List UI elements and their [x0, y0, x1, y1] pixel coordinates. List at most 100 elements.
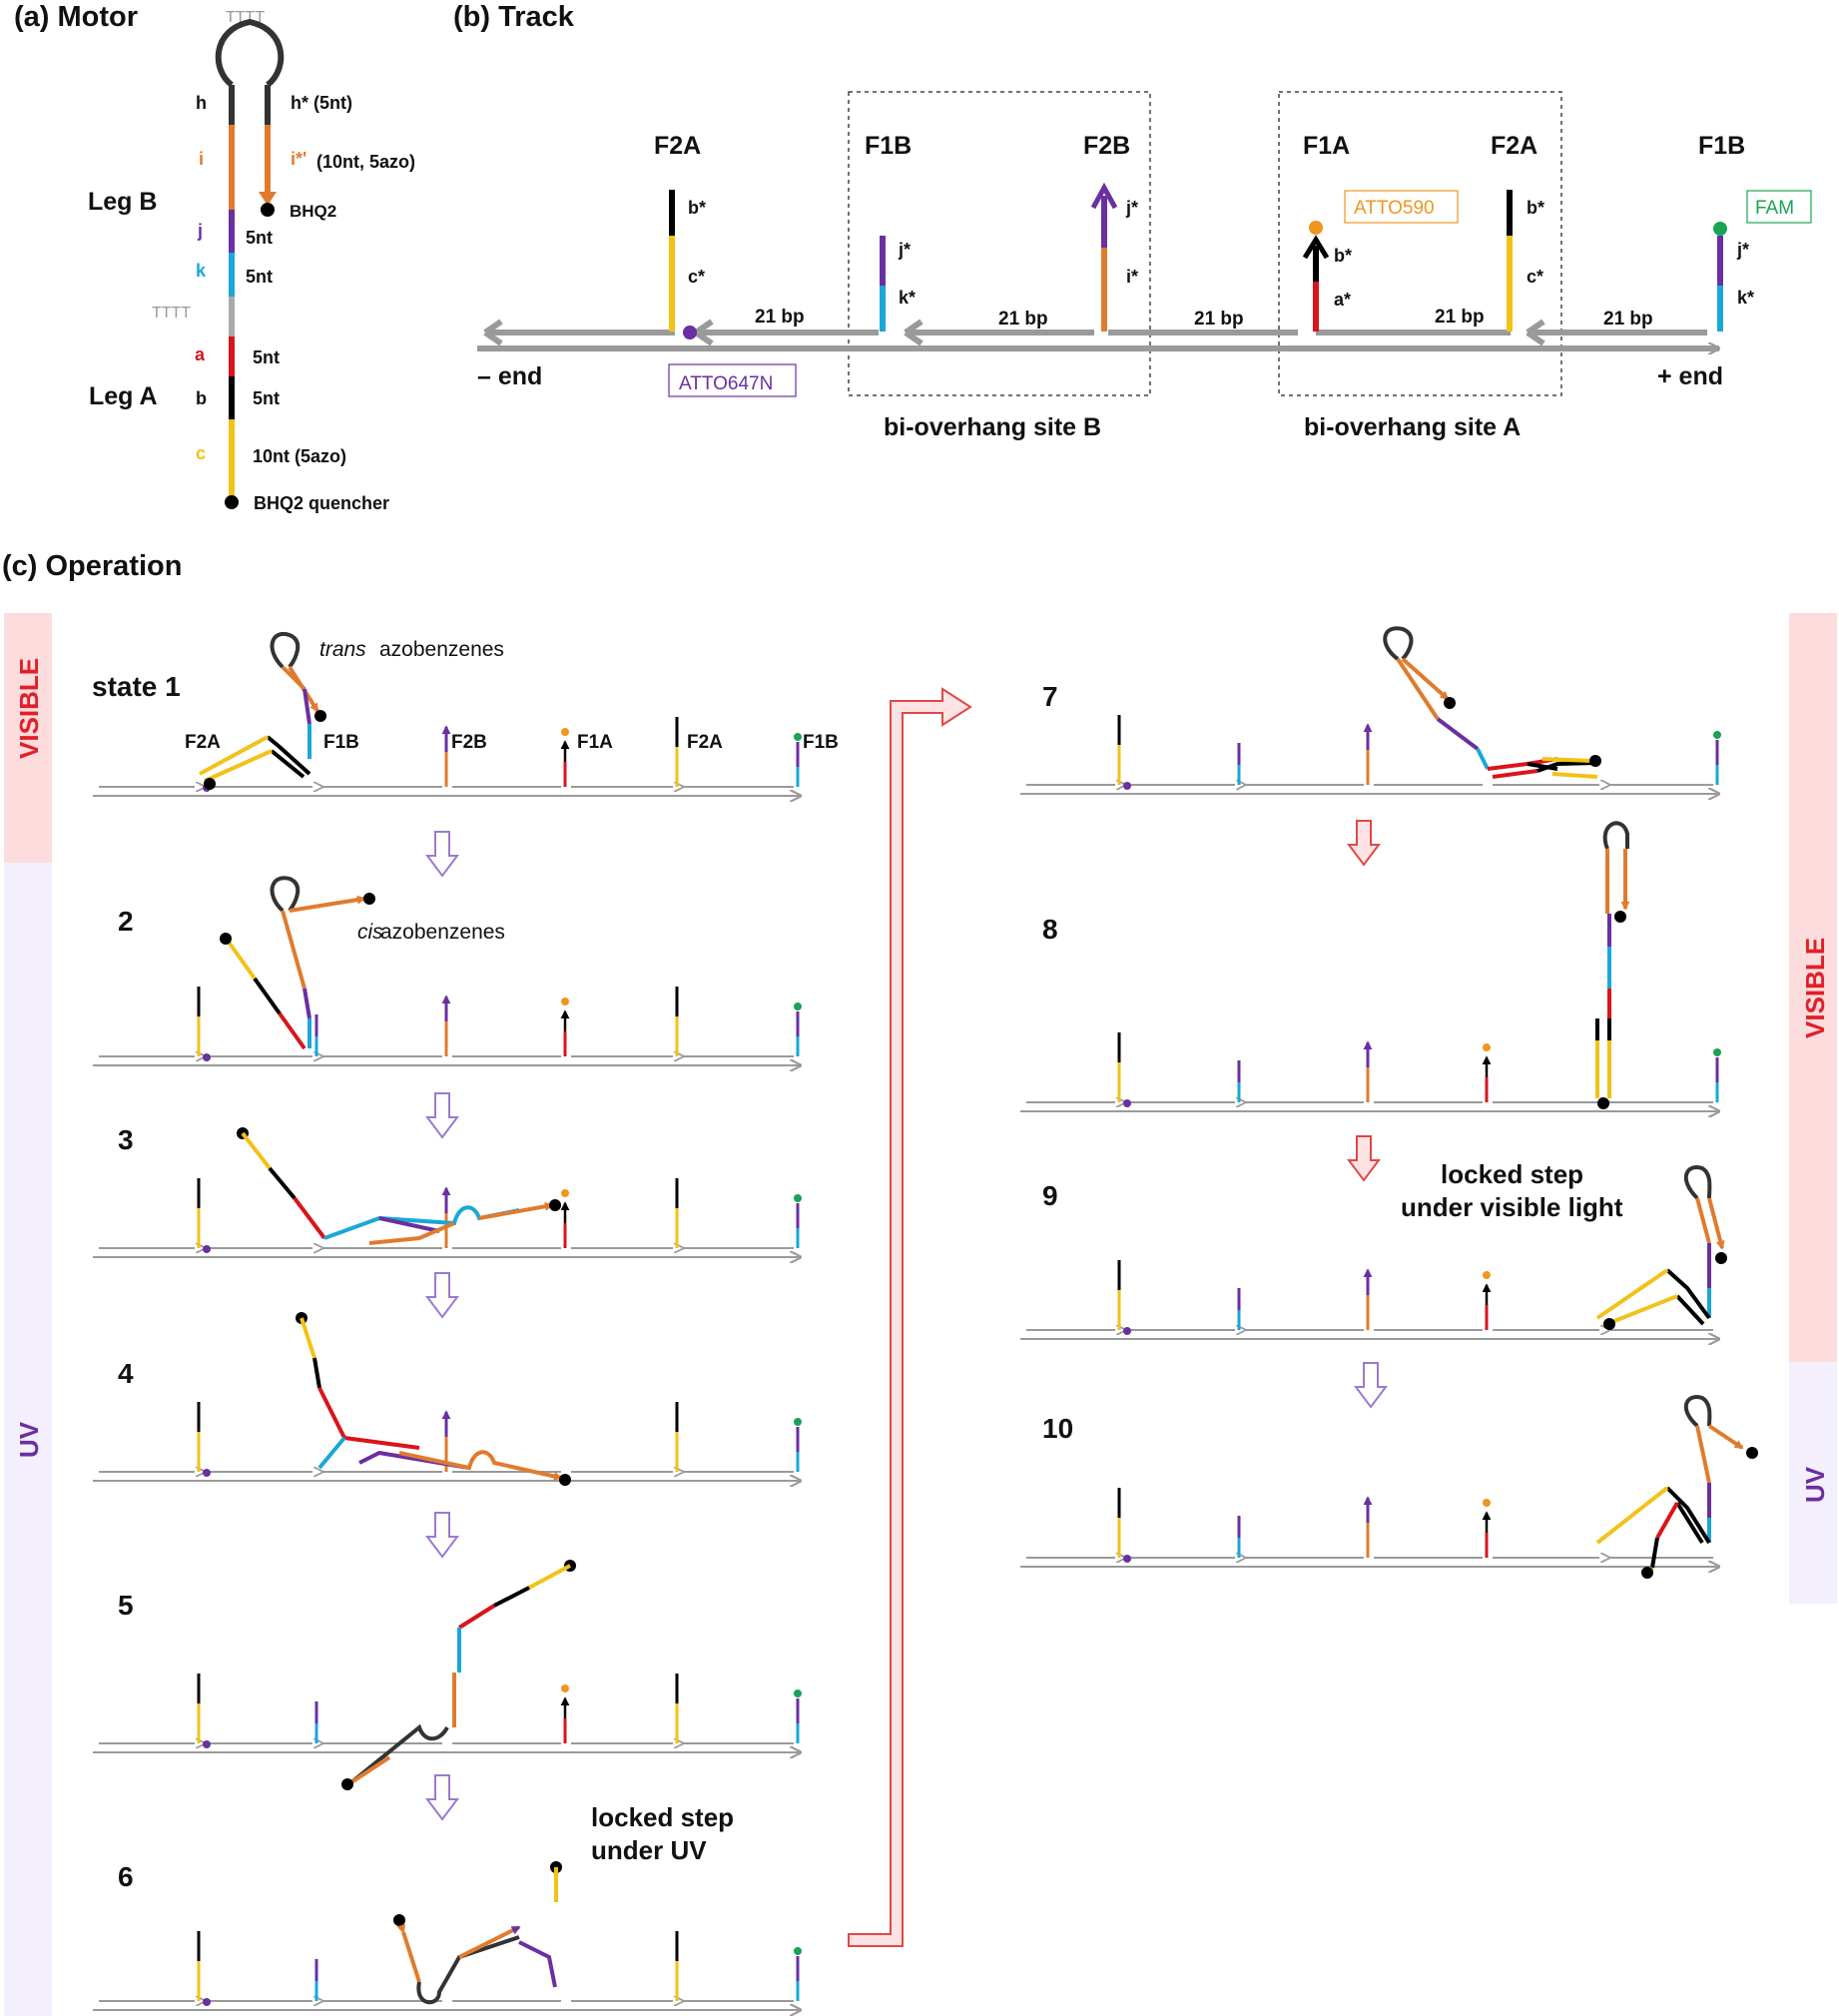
track-site-3: F1A [1303, 132, 1350, 160]
label-k-star-2: k* [1737, 288, 1754, 308]
motor-i-star-label: i*' [291, 149, 306, 169]
row-atto590-dot [1483, 1499, 1491, 1507]
track-row-1 [93, 717, 802, 796]
label-b-star-3: b* [1527, 198, 1544, 218]
label-b-star-2: b* [1334, 246, 1352, 266]
motor-bhq2-label: BHQ2 [290, 202, 336, 221]
motor-leg-a-label: Leg A [89, 382, 158, 410]
state-label-2: 2 [118, 906, 134, 937]
motor-a-label: a [195, 344, 206, 364]
trans-label: trans [319, 638, 366, 661]
step-arrows [425, 820, 1388, 1821]
spacer-label-4: 21 bp [1603, 309, 1653, 330]
row-atto647n-dot [1123, 1555, 1131, 1563]
atto590-dot [1309, 221, 1323, 235]
state-label-5: 5 [118, 1590, 134, 1621]
motor-i-star-arrowhead [259, 192, 277, 206]
motor-h-label: h [196, 93, 207, 113]
motor-h-star-label: h* (5nt) [291, 93, 352, 113]
motor-hairpin-loop [215, 18, 285, 88]
track-segment-strands [483, 319, 1707, 346]
motor-bhq2-dot [261, 203, 275, 217]
label-a-star: a* [1334, 290, 1351, 310]
atto647n-dot [683, 326, 697, 339]
motor-i-star-info: (10nt, 5azo) [316, 152, 415, 172]
row-atto647n-dot [203, 1245, 211, 1253]
visible-label-right: VISIBLE [1800, 938, 1830, 1038]
state1-site-0: F2A [185, 732, 221, 753]
uv-label-right: UV [1800, 1466, 1830, 1503]
row-atto647n-dot [203, 1998, 211, 2006]
site-a-caption: bi-overhang site A [1304, 413, 1521, 441]
row-fam-dot [1713, 1048, 1721, 1056]
step-arrow-4 [425, 1512, 459, 1559]
motor-state-2 [220, 876, 375, 1050]
track-row-4 [93, 1402, 802, 1481]
motor-b-label: b [196, 388, 207, 408]
spacer-label-0: 21 bp [755, 307, 805, 328]
label-j-star-3: j* [1736, 240, 1749, 260]
row-fam-dot [794, 733, 802, 741]
minus-end-label: – end [477, 362, 542, 390]
label-i-star: i* [1126, 267, 1138, 287]
row-atto590-dot [561, 728, 569, 736]
motor-spacer-label: TTTT [152, 305, 191, 322]
motor-poses [199, 626, 1758, 2005]
motor-state-4 [296, 1312, 571, 1486]
motor-state-6 [393, 1861, 562, 2005]
atto647n-label: ATTO647N [679, 373, 773, 394]
track-row-5 [93, 1674, 802, 1752]
motor-state-8 [1595, 821, 1630, 1109]
locked-uv-line1: locked step [591, 1802, 734, 1832]
motor-leg-b-label: Leg B [88, 188, 157, 216]
state1-site-3: F1A [577, 732, 613, 753]
panel-c-title: (c) Operation [2, 550, 182, 582]
fam-dot [1713, 222, 1727, 236]
step-arrow-3 [425, 1272, 459, 1319]
state1-site-2: F2B [451, 732, 487, 753]
label-k-star-1: k* [899, 288, 916, 308]
spacer-label-2: 21 bp [1194, 309, 1244, 330]
label-j-star-2: j* [1125, 198, 1138, 218]
track-row-9 [1020, 1260, 1719, 1339]
fam-box [1746, 190, 1812, 224]
row-atto647n-dot [203, 1740, 211, 1748]
label-b-star-1: b* [688, 198, 706, 218]
step-arrow-6 [1347, 820, 1381, 867]
row-atto647n-dot [1123, 1099, 1131, 1107]
panel-a-motor: (a) Motor TTTT h h* (5nt) i i*' (10nt, 5… [14, 1, 415, 513]
step-arrow-7 [1347, 1135, 1381, 1182]
state-label-3: 3 [118, 1124, 134, 1155]
state-label-7: 7 [1042, 681, 1058, 712]
row-fam-dot [794, 1947, 802, 1955]
state1-site-4: F2A [687, 732, 723, 753]
step-arrow-1 [425, 831, 459, 878]
row-fam-dot [794, 1689, 802, 1697]
track-row-6 [93, 1931, 802, 2010]
row-atto647n-dot [203, 1053, 211, 1061]
step-arrow-2 [425, 1092, 459, 1139]
visible-band-left [4, 613, 52, 863]
state-label-9: 9 [1042, 1180, 1058, 1211]
motor-i-label: i [199, 149, 204, 169]
row-atto647n-dot [203, 1469, 211, 1477]
row-atto647n-dot [1123, 1327, 1131, 1335]
uv-band-left [4, 863, 52, 2016]
cis-azobenzenes-label: azobenzenes [380, 921, 505, 944]
track-row-8 [1020, 1032, 1721, 1111]
motor-state-5 [341, 1560, 576, 1790]
track-f2b-arrowhead [1090, 182, 1118, 210]
column-transition-arrow [848, 687, 972, 1947]
spacer-label-1: 21 bp [998, 309, 1048, 330]
locked-vis-line1: locked step [1441, 1159, 1583, 1189]
track-site-2: F2B [1083, 132, 1130, 160]
track-row-2 [93, 987, 802, 1065]
track-site-5: F1B [1698, 132, 1745, 160]
motor-k-length: 5nt [246, 267, 273, 287]
row-fam-dot [794, 1003, 802, 1010]
motor-state-10 [1595, 1395, 1758, 1579]
motor-b-length: 5nt [253, 388, 280, 408]
state1-site-1: F1B [323, 732, 359, 753]
cis-label: cis [357, 921, 383, 944]
visible-band-right [1789, 613, 1837, 1362]
